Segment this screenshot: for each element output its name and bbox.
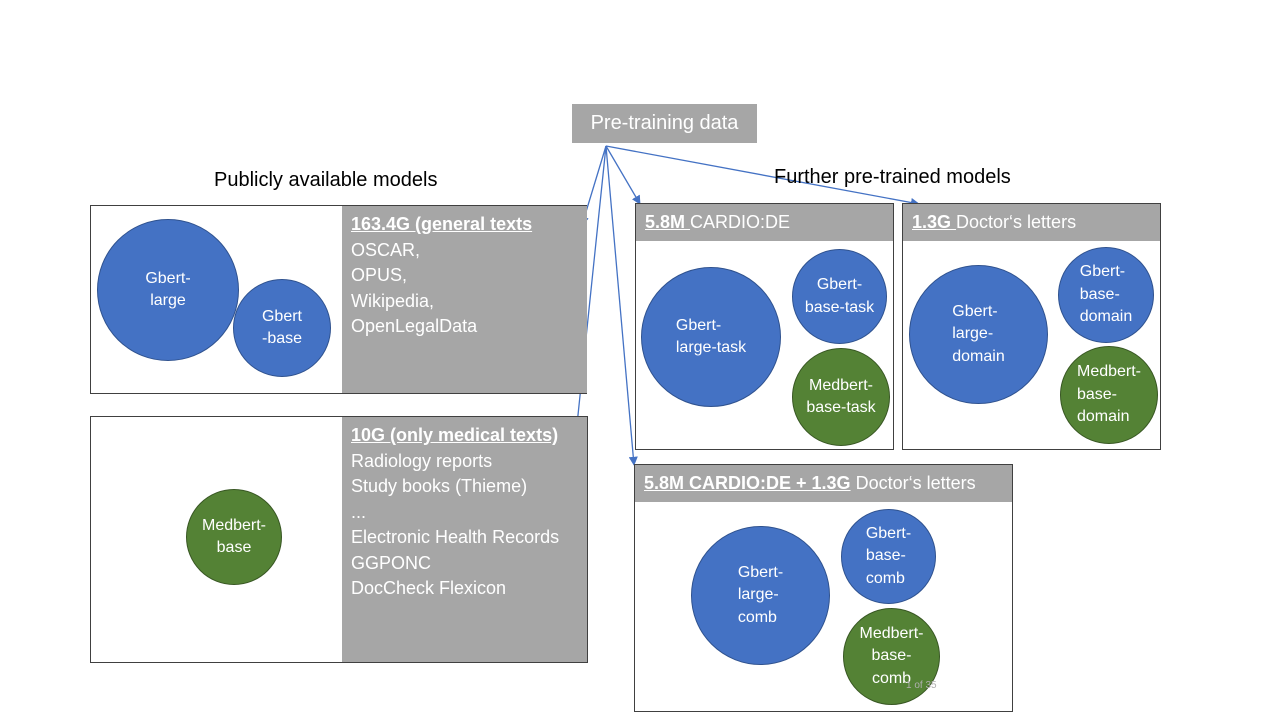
letters-header: 1.3G Doctor‘s letters — [903, 204, 1160, 241]
medical-corpus-box: 10G (only medical texts) Radiology repor… — [90, 416, 588, 663]
medbert-base-comb-node: Medbert- base- comb — [843, 608, 940, 705]
gbert-large-comb-node: Gbert- large- comb — [691, 526, 830, 665]
cardio-header: 5.8M CARDIO:DE — [636, 204, 893, 241]
arrow-to-cardio — [605, 145, 641, 205]
medbert-base-domain-node: Medbert- base- domain — [1060, 346, 1158, 444]
medical-corpus-size: 10G (only medical texts) — [351, 425, 559, 445]
gbert-base-domain-node: Gbert- base- domain — [1058, 247, 1154, 343]
page-number: 1 of 35 — [906, 680, 937, 691]
medical-source: DocCheck Flexicon — [351, 578, 507, 598]
medbert-base-node: Medbert- base — [186, 489, 282, 585]
further-models-title: Further pre-trained models — [774, 166, 1011, 188]
gbert-large-task-node: Gbert- large-task — [641, 267, 781, 407]
gbert-base-task-node: Gbert- base-task — [792, 249, 887, 344]
gbert-large-node: Gbert- large — [97, 219, 239, 361]
general-source: OSCAR, — [351, 239, 421, 260]
arrow-to-medical — [569, 145, 607, 464]
combined-header: 5.8M CARDIO:DE + 1.3G Doctor‘s letters — [635, 465, 1012, 502]
gbert-base-comb-node: Gbert- base- comb — [841, 509, 936, 604]
medical-source: Radiology reports — [351, 450, 493, 471]
medical-source: Electronic Health Records — [351, 527, 560, 547]
general-source: Wikipedia, — [351, 290, 435, 311]
general-corpus-size: 163.4G (general texts — [351, 214, 533, 234]
public-models-title: Publicly available models — [214, 169, 438, 191]
medical-source: ... — [351, 501, 367, 522]
arrow-to-letters — [605, 145, 920, 207]
arrow-to-combined — [605, 145, 638, 466]
general-source: OPUS, — [351, 265, 408, 285]
general-source: OpenLegalData — [351, 316, 478, 336]
medical-source: Study books (Thieme) — [351, 476, 528, 496]
general-corpus-panel: 163.4G (general texts OSCAR, OPUS, Wikip… — [342, 206, 587, 393]
gbert-large-domain-node: Gbert- large- domain — [909, 265, 1048, 404]
medbert-base-task-node: Medbert- base-task — [792, 348, 890, 446]
pretraining-data-box: Pre-training data — [572, 104, 757, 143]
medical-corpus-panel: 10G (only medical texts) Radiology repor… — [342, 417, 587, 662]
medical-source: GGPONC — [351, 552, 432, 573]
gbert-base-node: Gbert -base — [233, 279, 331, 377]
